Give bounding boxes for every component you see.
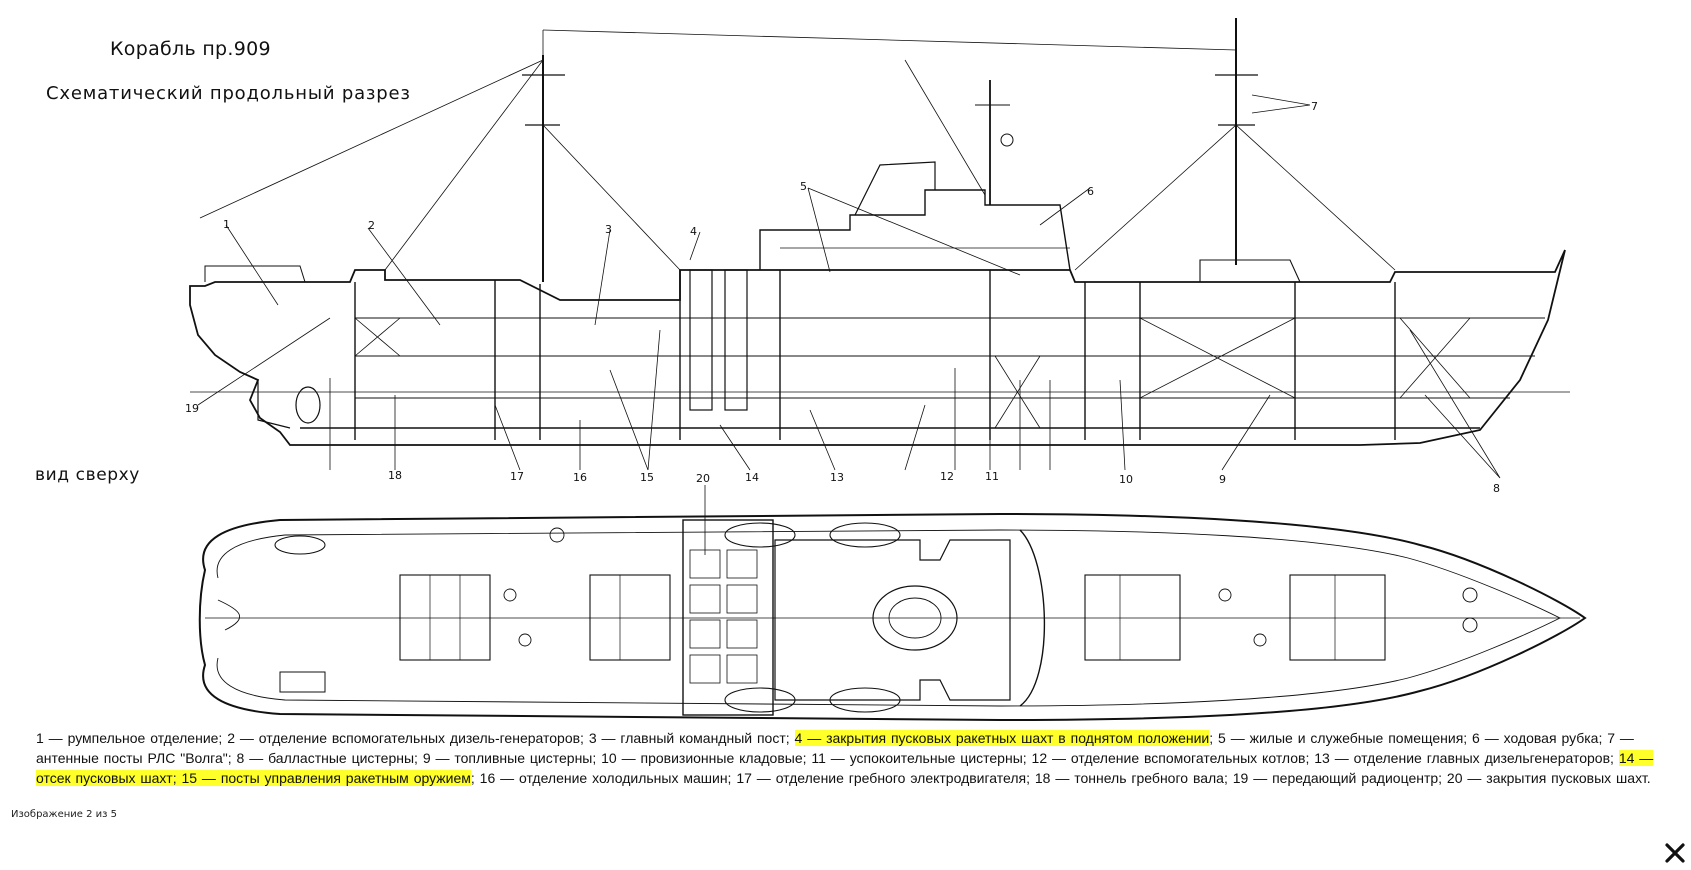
callout-3: 3 — [605, 223, 612, 236]
callout-8: 8 — [1493, 482, 1500, 495]
diagram-subtitle: Схематический продольный разрез — [46, 83, 411, 104]
ship-top-view — [198, 485, 1587, 722]
callout-2: 2 — [368, 219, 375, 232]
legend-highlight-1: 4 — закрытия пусковых ракетных шахт в по… — [794, 730, 1210, 746]
callout-7: 7 — [1311, 100, 1318, 113]
callout-14: 14 — [745, 471, 759, 484]
diagram-title: Корабль пр.909 — [110, 38, 271, 60]
legend-text: 1 — румпельное отделение; 2 — отделение … — [36, 728, 1676, 788]
close-icon[interactable] — [1664, 842, 1686, 864]
image-counter: Изображение 2 из 5 — [11, 809, 117, 820]
callout-10: 10 — [1119, 473, 1133, 486]
callout-13: 13 — [830, 471, 844, 484]
callout-11: 11 — [985, 470, 999, 483]
legend-segment-2: ; 5 — жилые и служебные помещения; 6 — х… — [36, 730, 1634, 766]
callout-4: 4 — [690, 225, 697, 238]
legend-segment-3: ; 16 — отделение холодильных машин; 17 —… — [470, 770, 1651, 786]
callout-20: 20 — [696, 472, 710, 485]
callout-9: 9 — [1219, 473, 1226, 486]
callout-16: 16 — [573, 471, 587, 484]
legend-segment-1: 1 — румпельное отделение; 2 — отделение … — [36, 730, 795, 746]
callout-6: 6 — [1087, 185, 1094, 198]
callout-1: 1 — [223, 218, 230, 231]
callout-18: 18 — [388, 469, 402, 482]
callout-19: 19 — [185, 402, 199, 415]
callout-labels: 1 2 3 4 5 6 7 8 9 10 11 12 13 14 15 16 1… — [185, 100, 1500, 495]
callout-15: 15 — [640, 471, 654, 484]
callout-5: 5 — [800, 180, 807, 193]
callout-12: 12 — [940, 470, 954, 483]
top-view-label: вид сверху — [35, 465, 140, 485]
ship-side-profile — [189, 18, 1570, 479]
callout-17: 17 — [510, 470, 524, 483]
